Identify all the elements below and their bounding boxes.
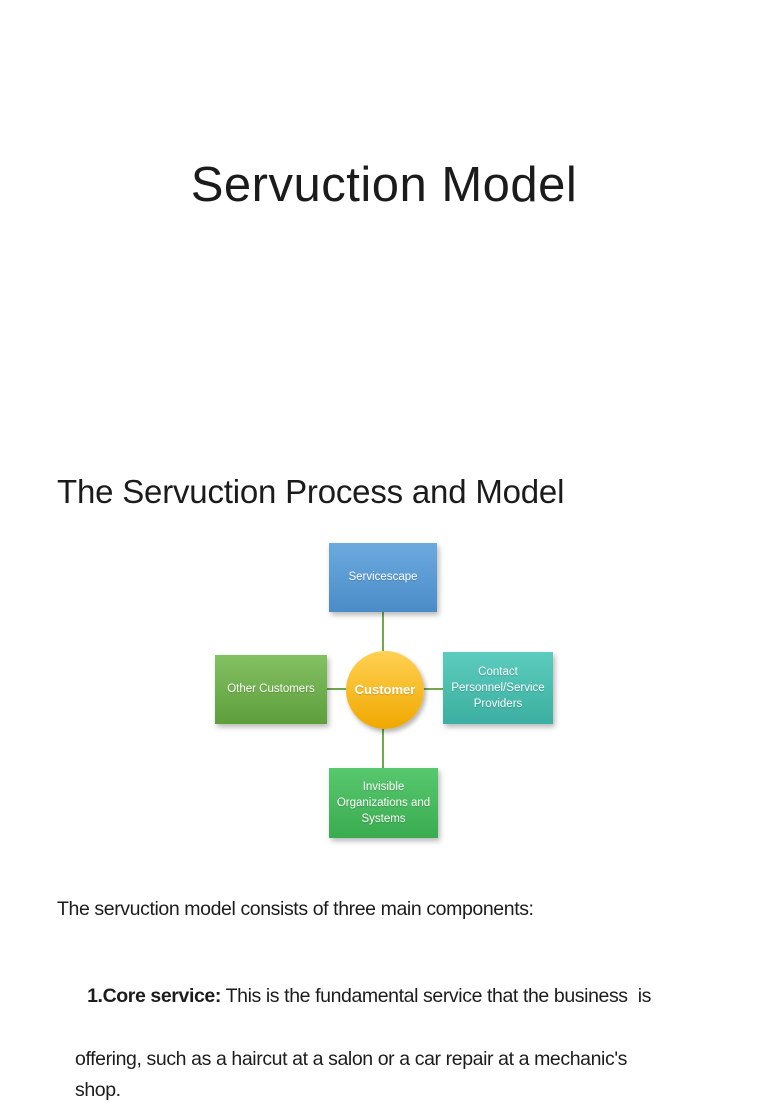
node-contact-personnel: Contact Personnel/Service Providers [443,652,553,724]
list-item-core-service: 1.Core service: This is the fundamental … [57,949,737,1107]
core-service-label: 1.Core service: [87,984,221,1007]
node-other-customers-label: Other Customers [227,683,315,696]
connector-left [327,688,346,690]
node-customer-label: Customer [354,681,416,697]
connector-top [382,612,384,651]
core-service-line-1: 1.Core service: This is the fundamental … [57,949,737,1044]
node-invisible-organizations-label: Invisible Organizations and Systems [336,780,431,826]
servuction-diagram: Servicescape Other Customers Customer Co… [0,535,768,845]
slide-title: Servuction Model [190,158,578,212]
node-servicescape: Servicescape [329,543,437,612]
core-service-line-2: offering, such as a haircut at a salon o… [75,1047,628,1070]
core-service-line-3: shop. [75,1079,121,1101]
node-contact-personnel-label: Contact Personnel/Service Providers [451,665,545,711]
core-service-text-1: This is the fundamental service that the… [220,984,652,1007]
node-invisible-organizations: Invisible Organizations and Systems [329,768,438,838]
node-servicescape-label: Servicescape [348,571,418,584]
node-customer: Customer [346,651,424,729]
connector-right [423,688,443,690]
node-other-customers: Other Customers [215,655,327,724]
intro-paragraph: The servuction model consists of three m… [57,898,534,920]
slide-page: Servuction Model The Servuction Process … [0,158,768,1101]
section-heading: The Servuction Process and Model [57,473,565,510]
connector-bottom [382,728,384,768]
